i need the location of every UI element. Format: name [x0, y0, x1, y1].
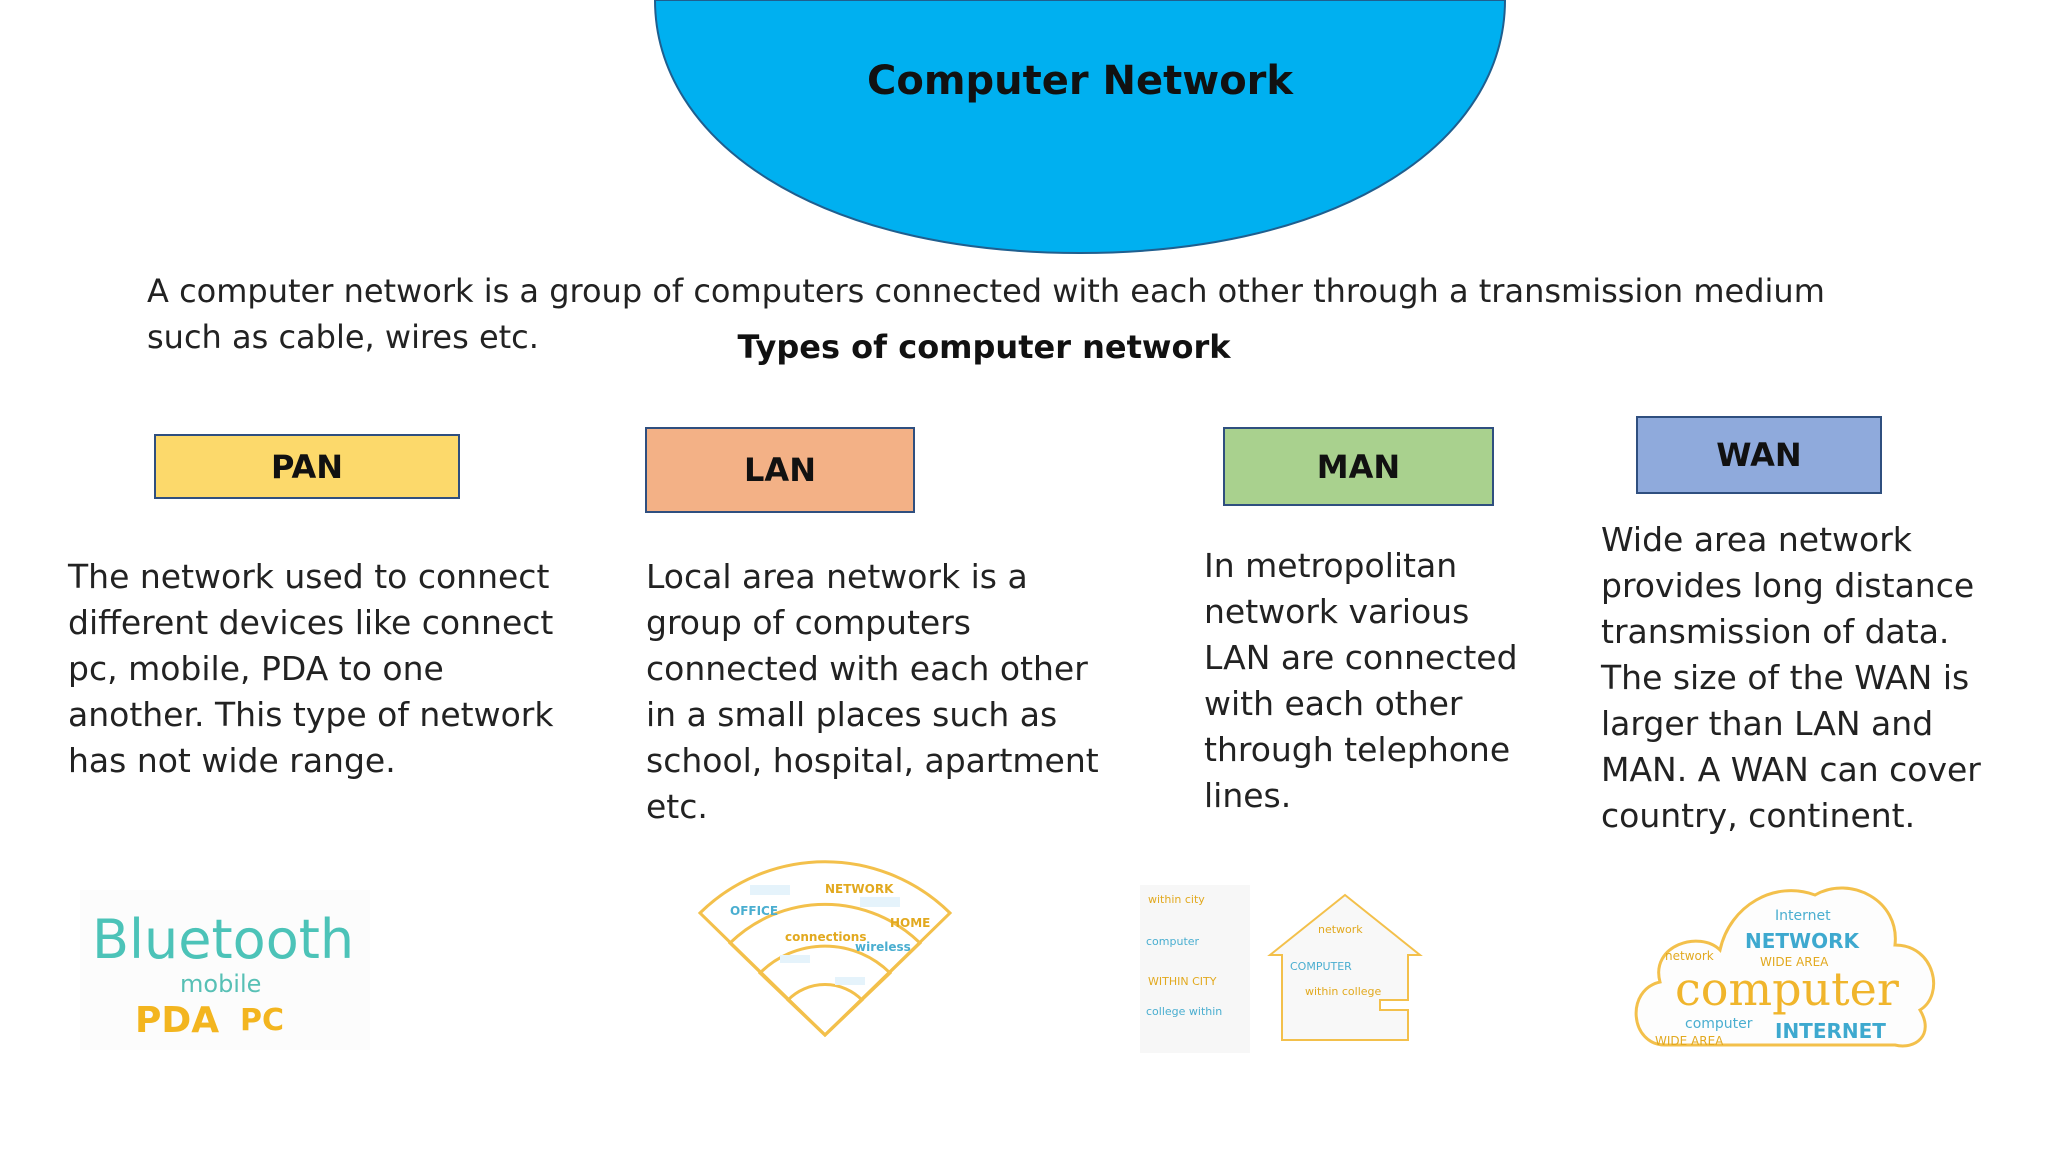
description-man: In metropolitan network various LAN are …	[1204, 546, 1518, 815]
cloud-word-2: NETWORK	[1745, 929, 1861, 953]
pda-word: PDA	[135, 1000, 219, 1041]
cloud-word-main: computer	[1675, 962, 1899, 1016]
type-label-lan: LAN	[744, 451, 816, 489]
wifi-word-wireless: wireless	[855, 940, 911, 954]
wifi-word-home: HOME	[890, 916, 930, 930]
title-banner: Computer Network	[653, 0, 1507, 255]
type-label-pan: PAN	[270, 447, 344, 486]
man-word-4: college within	[1146, 1005, 1222, 1018]
type-box-lan: LAN	[645, 427, 915, 513]
cloud-word-cloud-icon: Internet NETWORK WIDE AREA computer INTE…	[1634, 886, 1936, 1048]
title-shape	[653, 0, 1507, 255]
type-box-pan: PAN	[154, 434, 460, 499]
wifi-word-connections: connections	[785, 930, 866, 944]
cloud-word-6: network	[1665, 949, 1714, 963]
bluetooth-word: Bluetooth	[92, 908, 354, 971]
type-label-man: MAN	[1316, 447, 1401, 486]
intro-paragraph: A computer network is a group of compute…	[147, 272, 1825, 356]
description-lan: Local area network is a group of compute…	[646, 557, 1099, 826]
man-word-7: within college	[1305, 985, 1382, 998]
type-label-wan: WAN	[1716, 436, 1802, 474]
cloud-word-3: WIDE AREA	[1760, 955, 1829, 969]
cloud-word-5: computer	[1685, 1016, 1753, 1032]
cloud-word-1: Internet	[1775, 908, 1831, 924]
mobile-word: mobile	[180, 970, 261, 998]
cloud-word-4: INTERNET	[1775, 1019, 1886, 1043]
man-word-2: computer	[1146, 935, 1200, 948]
man-word-6: COMPUTER	[1290, 960, 1352, 973]
wifi-word-office: OFFICE	[730, 904, 778, 918]
description-pan: The network used to connect different de…	[68, 557, 554, 780]
cloud-word-7: WIDE AREA	[1655, 1034, 1724, 1048]
city-house-word-cloud-icon: within city computer WITHIN CITY college…	[1140, 885, 1423, 1053]
type-box-man: MAN	[1223, 427, 1494, 506]
page-title: Computer Network	[867, 58, 1294, 104]
man-word-1: within city	[1148, 893, 1205, 906]
description-wan: Wide area network provides long distance…	[1601, 520, 1981, 835]
pc-word: PC	[240, 1003, 284, 1038]
wifi-word-cloud-icon: NETWORK connections wireless HOME OFFICE	[697, 860, 953, 1038]
man-word-3: WITHIN CITY	[1148, 975, 1217, 988]
wifi-word-network: NETWORK	[825, 882, 894, 896]
type-box-wan: WAN	[1636, 416, 1882, 494]
types-heading: Types of computer network	[737, 328, 1231, 366]
bluetooth-word-art-icon: Bluetooth mobile PDA PC	[80, 890, 370, 1050]
man-word-5: network	[1318, 923, 1363, 936]
